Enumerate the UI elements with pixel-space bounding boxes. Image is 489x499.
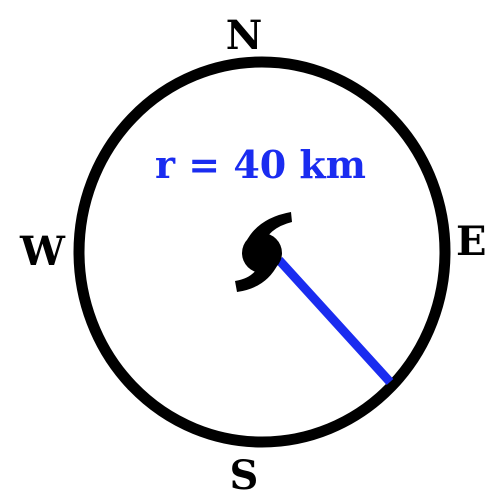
radius-label: r = 40 km [155,142,366,187]
west-label: W [20,228,65,275]
hurricane-icon [235,212,292,292]
storm-boundary-circle [73,56,451,448]
south-label: S [229,452,259,499]
north-label: N [225,12,263,59]
east-label: E [456,218,487,265]
radius-line [275,256,394,386]
